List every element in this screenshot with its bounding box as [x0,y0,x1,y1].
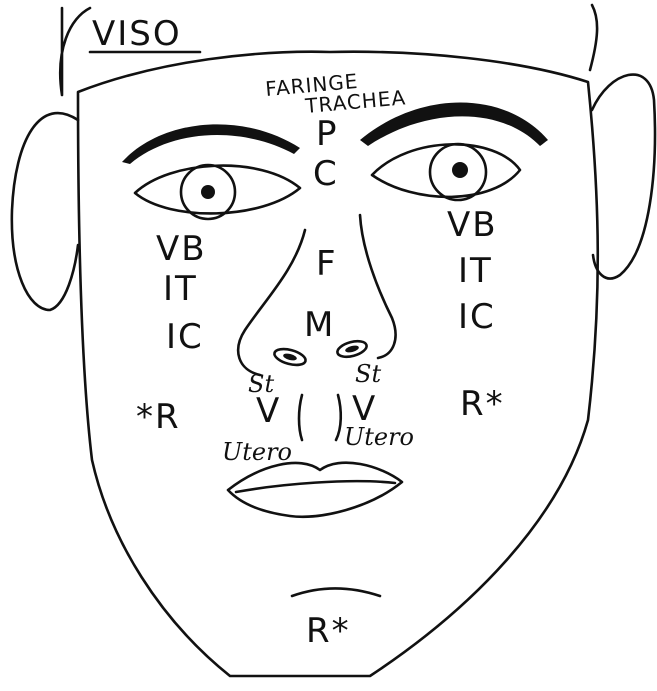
label-m: M [304,305,335,345]
label-p: P [316,114,339,154]
left-label-it: IT [163,269,198,309]
lips [228,463,402,517]
chin-line [292,589,380,597]
right-label-it: IT [458,251,493,291]
label-f: F [316,244,338,284]
left-label-utero: Utero [222,438,292,466]
label-c: C [313,154,339,194]
left-label-ic: IC [166,317,204,357]
right-label-r: R* [460,384,505,424]
right-label-vb: VB [447,205,498,245]
left-ear [12,113,78,310]
right-ear [592,75,655,279]
right-label-ic: IC [458,297,496,337]
left-eyebrow [122,124,300,164]
right-eye [372,144,520,200]
chin-label-r: R* [306,611,351,651]
left-label-vb: VB [156,229,207,269]
left-label-v: V [256,391,281,431]
nose-outline [238,215,395,375]
left-eye [135,165,300,219]
right-label-utero: Utero [344,423,414,451]
right-label-st: St [355,360,381,388]
left-label-r: *R [136,397,181,437]
title: VISO [92,14,182,54]
philtrum-lines [299,395,341,440]
